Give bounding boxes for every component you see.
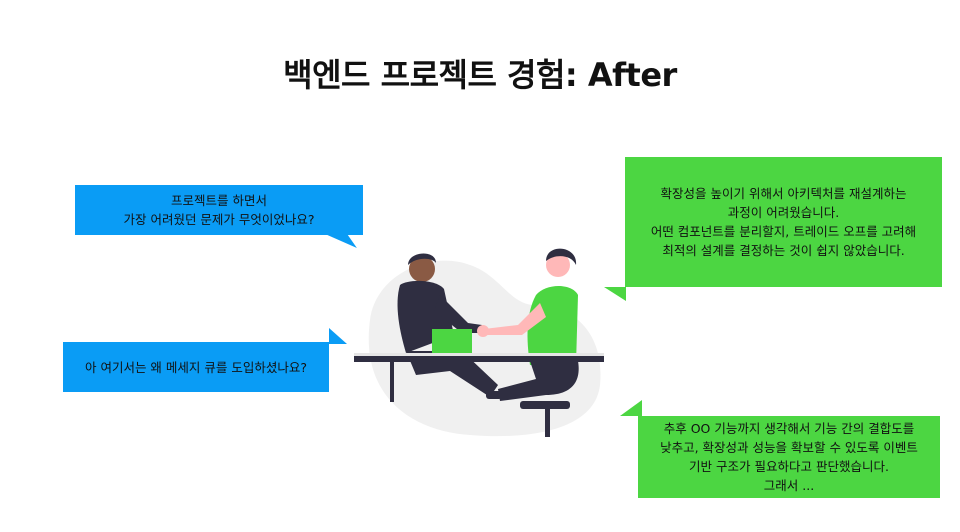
answer-1-line-2: 과정이 어려웠습니다.	[727, 205, 840, 220]
laptop-screen	[432, 329, 472, 355]
right-person-legs	[498, 361, 579, 401]
answer-2-line-1: 추후 OO 기능까지 생각해서 기능 간의 결합도를	[663, 421, 915, 436]
answer-2-line-3: 기반 구조가 필요하다고 판단했습니다.	[689, 459, 889, 474]
answer-bubble-1-tail	[604, 287, 626, 301]
left-person-arm	[434, 295, 482, 333]
answer-bubble-2-tail	[620, 400, 642, 416]
slide-title: 백엔드 프로젝트 경험: After	[283, 56, 677, 94]
handshake	[477, 325, 489, 337]
question-bubble-1: 프로젝트를 하면서 가장 어려웠던 문제가 무엇이었나요?	[75, 185, 363, 235]
table-top	[354, 353, 604, 362]
stool-seat	[520, 401, 570, 409]
left-person-shoe	[486, 391, 502, 399]
question-1-line-2: 가장 어려웠던 문제가 무엇이었나요?	[123, 212, 315, 227]
answer-1-line-4: 최적의 설계를 결정하는 것이 쉽지 않았습니다.	[662, 243, 905, 258]
question-2-line-1: 아 여기서는 왜 메세지 큐를 도입하셨나요?	[84, 359, 307, 375]
question-1-line-1: 프로젝트를 하면서	[171, 193, 267, 208]
laptop	[428, 329, 476, 356]
answer-bubble-2: 추후 OO 기능까지 생각해서 기능 간의 결합도를 낮추고, 확장성과 성능을…	[638, 416, 940, 498]
right-person-head	[546, 253, 570, 277]
left-person-legs	[406, 351, 498, 397]
right-person-hair	[546, 248, 577, 265]
table	[354, 353, 604, 402]
answer-2-line-2: 낮추고, 확장성과 성능을 확보할 수 있도록 이벤트	[660, 440, 918, 455]
left-person-head	[409, 256, 435, 282]
handshake-illustration	[354, 248, 604, 437]
question-bubble-2-tail	[329, 328, 347, 344]
stool-leg	[545, 407, 550, 437]
answer-2-line-4: 그래서 ...	[763, 478, 815, 493]
table-leg-left	[390, 362, 394, 402]
right-person-arm	[484, 303, 546, 335]
question-bubble-2: 아 여기서는 왜 메세지 큐를 도입하셨나요?	[63, 342, 329, 392]
laptop-base	[428, 353, 476, 356]
answer-1-line-1: 확장성을 높이기 위해서 아키텍처를 재설계하는	[660, 186, 907, 201]
table-top-edge	[354, 353, 604, 356]
right-person	[484, 248, 579, 437]
answer-1-line-3: 어떤 컴포넌트를 분리할지, 트레이드 오프를 고려해	[650, 224, 917, 239]
left-person-hair	[408, 253, 436, 265]
answer-bubble-1: 확장성을 높이기 위해서 아키텍처를 재설계하는 과정이 어려웠습니다. 어떤 …	[625, 157, 942, 287]
